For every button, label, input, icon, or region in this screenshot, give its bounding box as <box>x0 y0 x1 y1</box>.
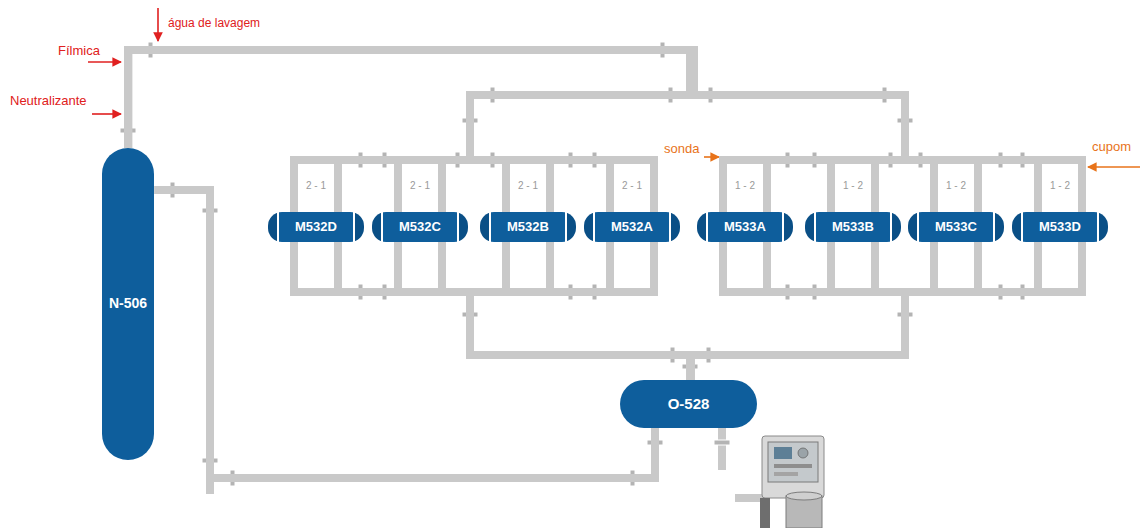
injection-label: Fílmica <box>58 44 100 59</box>
node-label: M532D <box>295 220 337 234</box>
vessel-drum: O-528 <box>620 380 757 428</box>
pipe-connector <box>294 242 691 380</box>
analyzer-illustration <box>760 436 824 528</box>
pipe-network <box>124 46 1086 498</box>
node-label: M532B <box>507 220 549 234</box>
pipe-connector <box>154 190 655 478</box>
node-label: O-528 <box>668 396 710 413</box>
monitoring-label: cupom <box>1092 140 1131 155</box>
injection-arrows <box>88 8 1140 167</box>
pass-label: 2 - 1 <box>306 180 326 192</box>
heat-exchanger: M533D <box>1012 212 1108 242</box>
node-label: M533B <box>832 220 874 234</box>
node-label: N-506 <box>109 296 147 311</box>
heat-exchanger: M532C <box>372 212 468 242</box>
pipe-connector <box>128 50 934 212</box>
pass-label: 1 - 2 <box>1050 180 1070 192</box>
injection-label: água de lavagem <box>168 17 260 31</box>
pipe-connector <box>470 242 691 380</box>
node-label: M532A <box>611 220 653 234</box>
heat-exchanger: M532D <box>268 212 364 242</box>
pipe-connector <box>691 242 935 380</box>
node-label: M533C <box>935 220 977 234</box>
vessel-column: N-506 <box>102 148 154 460</box>
injection-label: Neutralizante <box>10 94 87 109</box>
node-label: M533A <box>724 220 766 234</box>
heat-exchanger: M533B <box>805 212 901 242</box>
pass-label: 2 - 1 <box>410 180 430 192</box>
pipe-connector <box>128 50 905 212</box>
pass-label: 1 - 2 <box>735 180 755 192</box>
pass-label: 2 - 1 <box>622 180 642 192</box>
pipe-connector <box>470 242 691 380</box>
pass-label: 1 - 2 <box>946 180 966 192</box>
pipe-connector <box>128 50 1038 212</box>
pipe-connector <box>691 242 906 380</box>
pipe-connector <box>398 242 691 380</box>
heat-exchanger: M532A <box>584 212 680 242</box>
pipe-flanges <box>120 42 1025 486</box>
heat-exchanger: M533C <box>908 212 1004 242</box>
pipe-connector <box>691 242 906 380</box>
node-label: M532C <box>399 220 441 234</box>
pass-label: 2 - 1 <box>518 180 538 192</box>
heat-exchanger: M532B <box>480 212 576 242</box>
heat-exchanger: M533A <box>697 212 793 242</box>
pipe-connector <box>691 242 1039 380</box>
pipe-connector <box>128 50 905 212</box>
node-label: M533D <box>1039 220 1081 234</box>
pass-label: 1 - 2 <box>843 180 863 192</box>
monitoring-label: sonda <box>664 142 699 157</box>
